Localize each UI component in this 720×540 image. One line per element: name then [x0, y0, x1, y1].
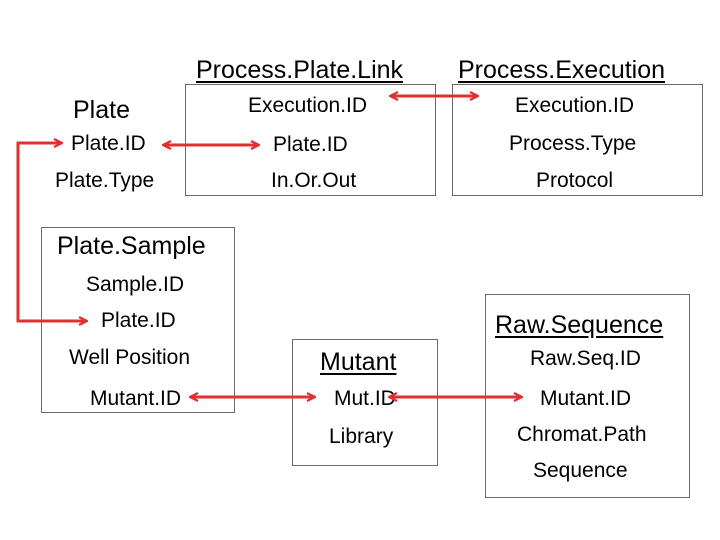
pe-field-process-type: Process.Type — [509, 132, 637, 155]
mutant-field-library: Library — [329, 425, 394, 448]
plate-field-plate-type: Plate.Type — [55, 169, 155, 192]
ps-field-sample-id: Sample.ID — [86, 273, 185, 296]
ppl-field-in-or-out: In.Or.Out — [271, 169, 357, 192]
plate-title: Plate — [73, 96, 130, 124]
pe-field-protocol: Protocol — [536, 169, 614, 192]
process-plate-link-table — [185, 84, 436, 196]
ps-field-plate-id: Plate.ID — [101, 309, 176, 332]
process-execution-title: Process.Execution — [458, 56, 666, 84]
rs-field-sequence: Sequence — [533, 459, 628, 482]
plate-field-plate-id: Plate.ID — [71, 132, 146, 155]
ps-field-well-position: Well Position — [69, 346, 190, 369]
mutant-title: Mutant — [320, 348, 397, 376]
ps-field-mutant-id: Mutant.ID — [90, 387, 182, 410]
process-execution-table — [452, 84, 703, 196]
raw-sequence-title: Raw.Sequence — [495, 311, 664, 339]
plate-sample-title: Plate.Sample — [57, 232, 206, 260]
rs-field-raw-seq-id: Raw.Seq.ID — [530, 347, 641, 370]
process-plate-link-title: Process.Plate.Link — [196, 56, 404, 84]
ppl-field-plate-id: Plate.ID — [273, 133, 348, 156]
rs-field-mutant-id: Mutant.ID — [540, 387, 632, 410]
mutant-table — [292, 339, 438, 466]
rs-field-chromat-path: Chromat.Path — [517, 423, 647, 446]
ppl-field-execution-id: Execution.ID — [248, 94, 368, 117]
pe-field-execution-id: Execution.ID — [515, 94, 635, 117]
mutant-field-mut-id: Mut.ID — [334, 387, 396, 410]
